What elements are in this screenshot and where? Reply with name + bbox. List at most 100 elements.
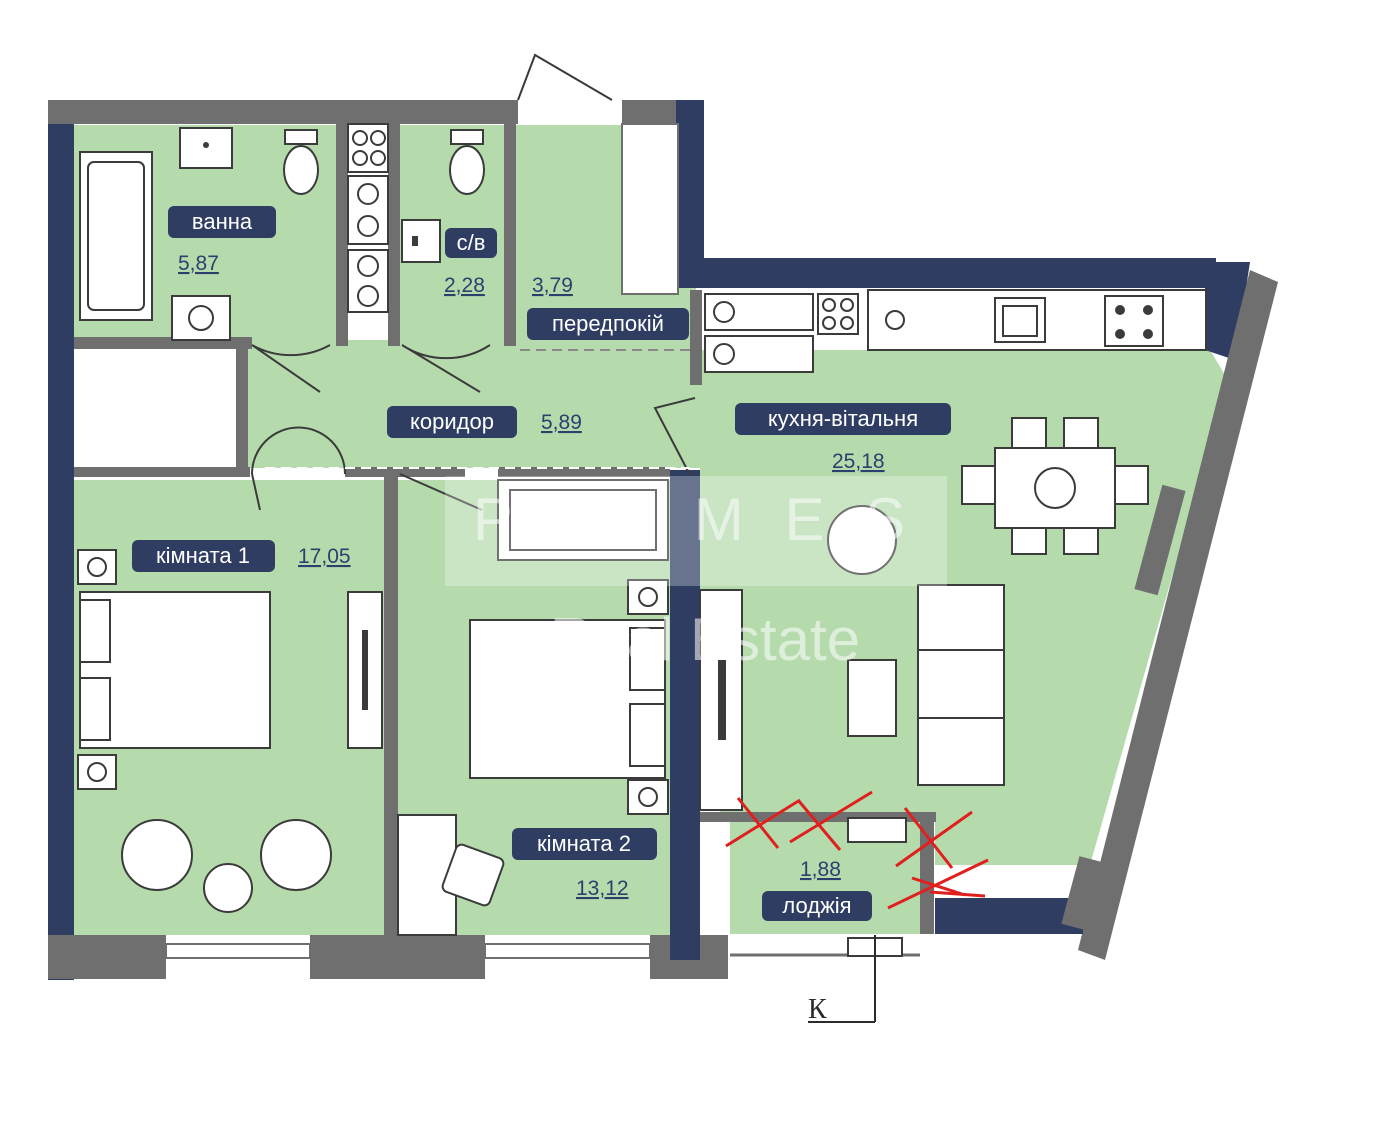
- red-cross-2: [789, 790, 873, 851]
- room1-label-bg: [132, 540, 275, 572]
- watermark-line1: P R I M E S: [473, 486, 917, 553]
- boiler-2-icon: [713, 343, 735, 365]
- pipe-d: [840, 316, 854, 330]
- room1-bed: [79, 591, 271, 749]
- red-cross-marks: [725, 790, 989, 910]
- chair-top-right: [1063, 417, 1099, 449]
- red-cross-5: [929, 890, 986, 898]
- side-window-2: [1061, 856, 1103, 930]
- watermark-box: [445, 476, 947, 586]
- kitchen-sink-bowl: [1002, 305, 1038, 337]
- room1-pillow-1: [79, 599, 111, 663]
- living-furniture: [699, 505, 1005, 811]
- window-pane-2: [484, 943, 651, 959]
- storage-floor: [74, 350, 244, 468]
- shaft-pipe-1c: [352, 150, 368, 166]
- interior-doors: [251, 344, 696, 511]
- chair-left: [961, 465, 996, 505]
- bathroom-furniture: [79, 127, 319, 341]
- door-bathroom: [251, 344, 331, 393]
- room1-side-table: [203, 863, 253, 913]
- kitchen-fan-icon: [885, 310, 905, 330]
- room1-furniture: [77, 549, 383, 913]
- hob-burner-3: [1115, 329, 1125, 339]
- room2-furniture: [397, 479, 669, 936]
- hob-burner-1: [1115, 305, 1125, 315]
- wall-wc-hall: [504, 124, 516, 346]
- bath-toilet-bowl: [283, 145, 319, 195]
- outer-wall-top: [48, 100, 518, 124]
- living-plant: [827, 505, 897, 575]
- room1-wardrobe-handle: [362, 630, 368, 710]
- sofa-back: [917, 584, 1005, 786]
- hallway-area: 3,79: [532, 274, 573, 297]
- washing-machine-drum: [188, 305, 214, 331]
- hob-burner-4: [1143, 329, 1153, 339]
- room1-armchair-1: [121, 819, 193, 891]
- pipe-c: [822, 316, 836, 330]
- room2-lamp-2: [638, 787, 658, 807]
- wc-label: с/в: [457, 230, 486, 255]
- loggia-area: 1,88: [800, 858, 841, 881]
- hob-burner-2: [1143, 305, 1153, 315]
- room1-area: 17,05: [298, 545, 351, 568]
- shaft-meter-3a: [357, 255, 379, 277]
- red-cross-1: [725, 797, 801, 849]
- chair-bottom-right: [1063, 527, 1099, 555]
- side-window-1: [1134, 484, 1186, 596]
- bathroom-label: ванна: [192, 209, 253, 234]
- shaft-pipe-1a: [352, 130, 368, 146]
- shaft-meter-2a: [357, 183, 379, 205]
- outer-wall-left: [48, 100, 74, 980]
- watermark: P R I M E S Real Estate: [445, 476, 947, 673]
- bathroom-label-bg: [168, 206, 276, 238]
- hallway-label-bg: [527, 308, 689, 340]
- room2-pillow-1: [629, 627, 666, 691]
- wc-area: 2,28: [444, 274, 485, 297]
- coffee-table: [847, 659, 897, 737]
- entrance-door: [517, 53, 613, 101]
- room1-lamp-2: [87, 762, 107, 782]
- room2-chair: [441, 843, 505, 907]
- kitchen-furniture: [704, 289, 1207, 373]
- room2-nightstand-2: [627, 779, 669, 815]
- outer-wall-bottom-mid: [310, 935, 485, 979]
- wc-toilet-bowl: [449, 145, 485, 195]
- hallway-label: передпокій: [552, 311, 664, 336]
- outer-wall-kitchen-top: [676, 258, 1216, 288]
- loggia-wall-dark: [935, 898, 1083, 934]
- door-room1: [251, 426, 346, 511]
- bathtub-inner: [87, 161, 145, 311]
- shaft-meter-2b: [357, 215, 379, 237]
- entrance-door-leaf: [517, 53, 613, 101]
- wall-corridor-bottom-mid: [345, 467, 465, 477]
- wall-kitchen-top-mid: [621, 123, 679, 295]
- room2-pillow-2: [629, 703, 666, 767]
- watermark-line2: Real Estate: [550, 606, 860, 673]
- chair-top-left: [1011, 417, 1047, 449]
- shaft-pipe-1b: [370, 130, 386, 146]
- walls: [48, 100, 1278, 980]
- kitchen-living-area: 25,18: [832, 450, 885, 473]
- bath-toilet-tank: [284, 129, 318, 145]
- corridor-label: коридор: [410, 409, 494, 434]
- chair-bottom-left: [1011, 527, 1047, 555]
- utility-shaft: [347, 123, 389, 313]
- corridor-area: 5,89: [541, 411, 582, 434]
- section-mark-label: К: [808, 994, 827, 1025]
- dining-set: [961, 417, 1149, 555]
- room1-pillow-2: [79, 677, 111, 741]
- room-labels: ванна 5,87 с/в 2,28 3,79 передпокій кори…: [132, 206, 951, 921]
- room2-label: кімната 2: [537, 831, 631, 856]
- room1-armchair-2: [260, 819, 332, 891]
- room1-label: кімната 1: [156, 543, 250, 568]
- washing-machine: [171, 295, 231, 341]
- wall-storage-right: [236, 337, 248, 477]
- pipe-a: [822, 298, 836, 312]
- chair-right: [1114, 465, 1149, 505]
- boiler-1-icon: [713, 301, 735, 323]
- wc-sink-tap: [412, 236, 418, 246]
- wall-room2-living: [670, 470, 700, 960]
- red-cross-3: [895, 807, 973, 869]
